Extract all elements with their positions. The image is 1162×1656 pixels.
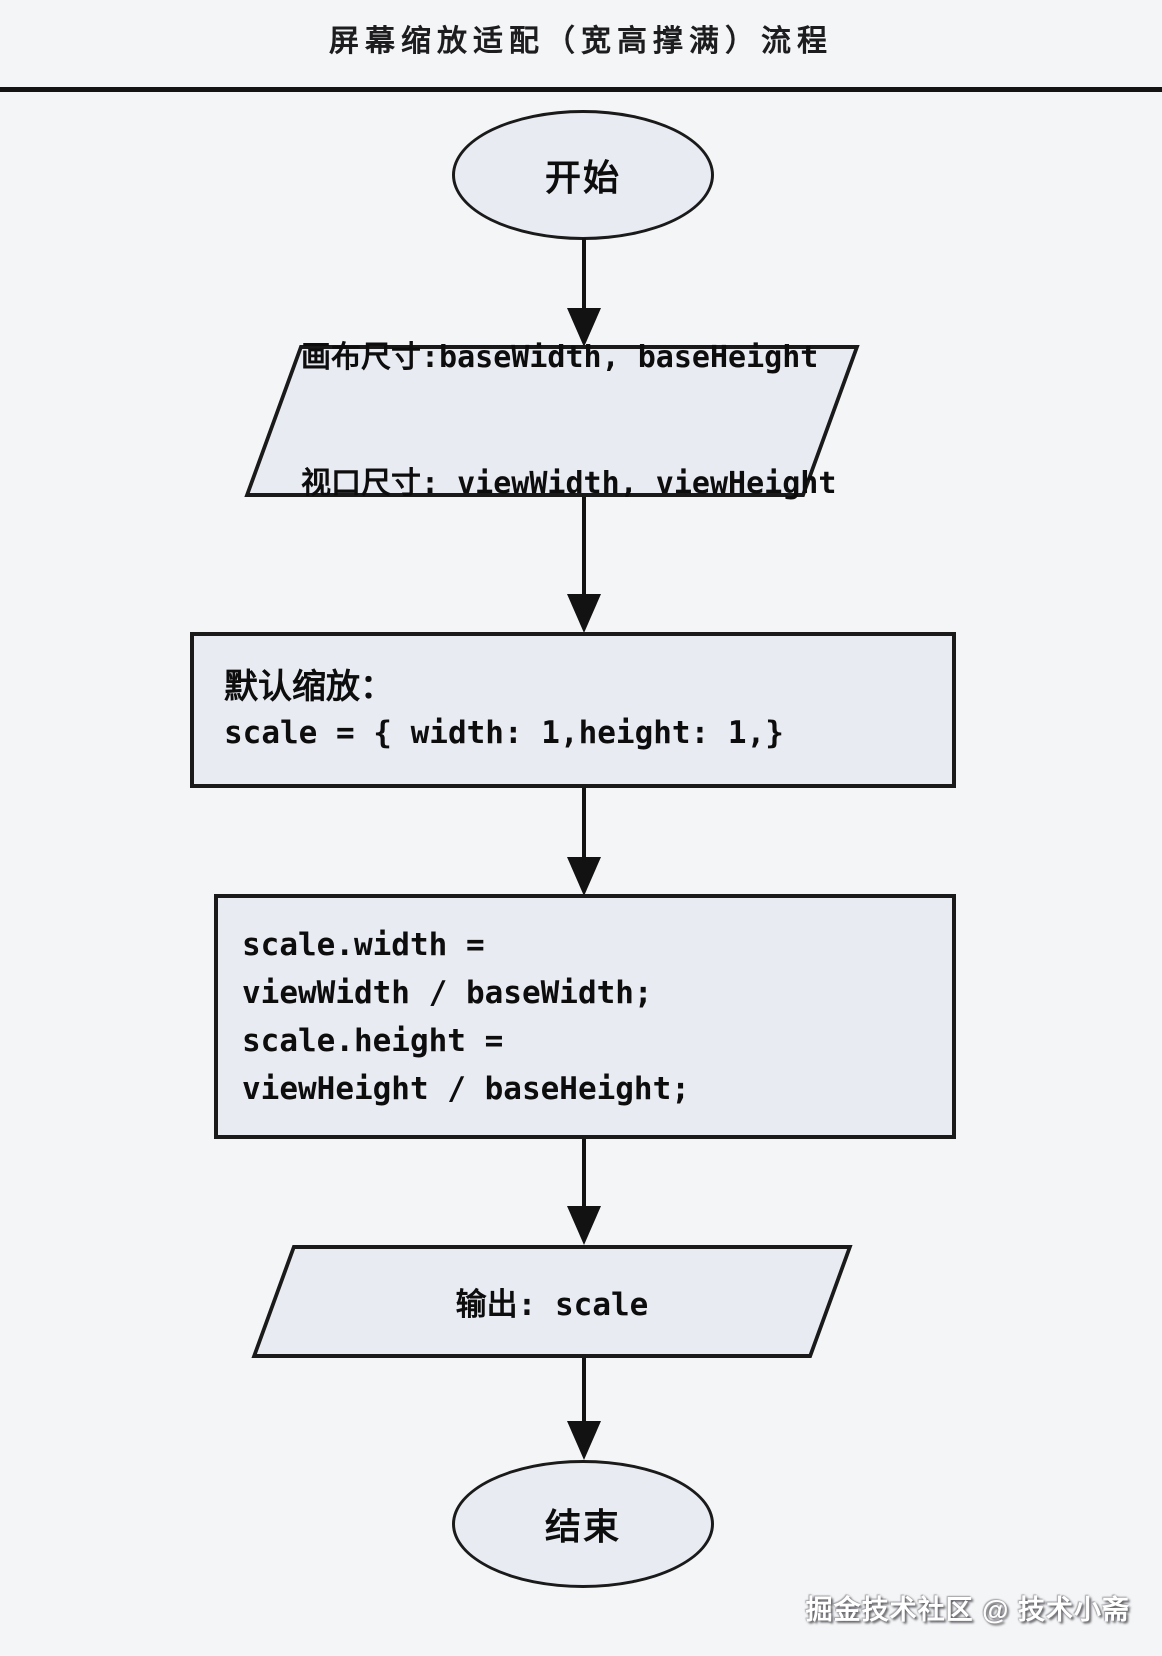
default-scale-line-2: scale = { width: 1,height: 1,} (224, 715, 784, 751)
arrowhead-icon (567, 1421, 601, 1460)
compute-line-2: viewWidth / baseWidth; (242, 974, 653, 1011)
flow-node-output: 输出: scale (251, 1245, 853, 1358)
flow-node-compute-scale: scale.width = viewWidth / baseWidth; sca… (214, 894, 956, 1139)
compute-line-1: scale.width = (242, 926, 485, 963)
arrowhead-icon (567, 594, 601, 633)
default-scale-line-1: 默认缩放： (224, 668, 394, 706)
page-title: 屏幕缩放适配（宽高撑满）流程 (329, 25, 833, 58)
output-label: 输出: scale (455, 1287, 649, 1323)
arrowhead-icon (567, 1206, 601, 1245)
input-line-1: 画布尺寸:baseWidth, baseHeight (301, 340, 819, 375)
edge-compute-to-output (582, 1139, 586, 1209)
flow-node-end: 结束 (452, 1460, 714, 1588)
end-label: 结束 (544, 1506, 621, 1547)
flow-node-start: 开始 (452, 110, 714, 240)
title-divider (0, 87, 1162, 92)
arrowhead-icon (567, 308, 601, 347)
edge-default-to-compute (582, 788, 586, 860)
edge-output-to-end (582, 1358, 586, 1424)
compute-line-4: viewHeight / baseHeight; (242, 1070, 690, 1107)
arrowhead-icon (567, 857, 601, 896)
start-label: 开始 (544, 157, 621, 198)
watermark-credit: 掘金技术社区 @ 技术小斋 (805, 1595, 1130, 1625)
flow-node-default-scale: 默认缩放： scale = { width: 1,height: 1,} (190, 632, 956, 788)
flow-node-input-sizes: 画布尺寸:baseWidth, baseHeight 视口尺寸: viewWid… (244, 340, 860, 501)
edge-input-to-default (582, 497, 586, 597)
edge-start-to-input (582, 238, 586, 312)
input-line-2: 视口尺寸: viewWidth, viewHeight (301, 466, 837, 501)
compute-line-3: scale.height = (242, 1022, 504, 1059)
